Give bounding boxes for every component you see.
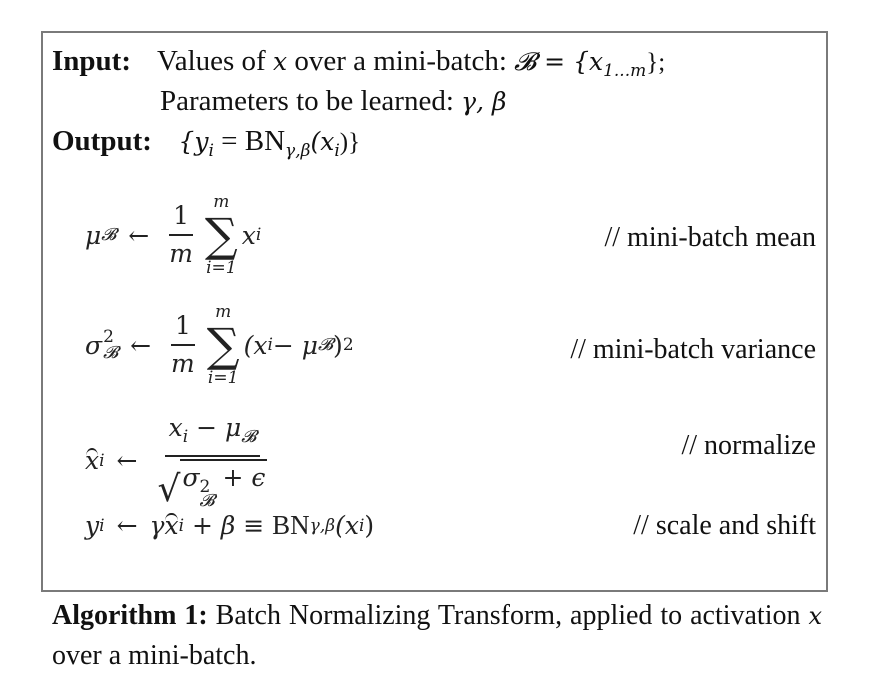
params-vars: γ, β bbox=[461, 87, 507, 116]
output-line: Output: {yi = BNγ,β(xi)} bbox=[52, 124, 360, 168]
norm-den-sub: 𝓑 bbox=[199, 491, 215, 511]
var-lhs: σ bbox=[85, 330, 103, 360]
scale-arg-sub: i bbox=[358, 515, 365, 536]
output-eq: = bbox=[213, 125, 245, 157]
comment-mean: // mini-batch mean bbox=[604, 222, 817, 253]
scale-lhs-sub: i bbox=[99, 515, 105, 536]
norm-num-x: x bbox=[168, 413, 183, 442]
mean-lhs: μ bbox=[85, 220, 102, 250]
mean-sigma-symbol: ∑ bbox=[204, 208, 238, 262]
output-expr: {y bbox=[178, 127, 209, 156]
norm-num-rest: − μ bbox=[188, 413, 242, 442]
input-set: 𝓑 = {x bbox=[514, 47, 604, 76]
caption-text-pre: Batch Normalizing Transform, applied to … bbox=[215, 600, 801, 631]
input-var: x bbox=[272, 47, 288, 76]
scale-xhat-sub: i bbox=[178, 515, 185, 536]
var-term-rest: − μ bbox=[272, 330, 319, 360]
output-bn-sub: γ,β bbox=[285, 141, 311, 161]
norm-num-sub: i bbox=[182, 427, 189, 447]
norm-lhs-sub: i bbox=[99, 450, 105, 471]
input-text-mid: over a mini-batch: bbox=[294, 45, 507, 77]
var-term-sub: i bbox=[267, 335, 273, 355]
output-arg: (x bbox=[310, 127, 335, 156]
scale-arrow: ← bbox=[116, 511, 138, 540]
var-lhs-sup: 2 bbox=[103, 327, 114, 347]
norm-den-sigma: σ bbox=[182, 463, 200, 492]
caption-label: Algorithm 1: bbox=[52, 600, 208, 631]
mean-fraction: 1 m bbox=[165, 200, 197, 270]
output-arg-sub: i bbox=[334, 141, 340, 161]
input-label: Input: bbox=[52, 45, 131, 77]
mean-lhs-sub: 𝓑 bbox=[101, 225, 117, 245]
mean-term-sub: i bbox=[255, 225, 262, 245]
scale-plus-beta: + β ≡ bbox=[184, 511, 273, 540]
input-text-pre: Values of bbox=[156, 45, 266, 77]
var-term-rest-sub: 𝓑 bbox=[318, 335, 334, 355]
scale-arg: (x bbox=[335, 511, 359, 540]
var-lhs-sub: 𝓑 bbox=[103, 343, 119, 363]
mean-sum-bot: i=1 bbox=[206, 258, 237, 278]
scale-lhs: y bbox=[85, 511, 100, 540]
input-line: Input: Values of x over a mini-batch: 𝓑 … bbox=[52, 44, 665, 88]
input-set-end: }; bbox=[646, 49, 666, 76]
sqrt-symbol: √ bbox=[157, 469, 181, 510]
caption-text-post: over a mini-batch. bbox=[52, 640, 257, 671]
var-term-close: ) bbox=[333, 330, 343, 360]
scale-xhat: x bbox=[164, 511, 179, 540]
comment-scale-shift: // scale and shift bbox=[633, 510, 816, 541]
params-line: Parameters to be learned: γ, β bbox=[160, 84, 506, 119]
output-bn: BN bbox=[244, 125, 286, 157]
norm-den-rest: + ϵ bbox=[214, 463, 266, 492]
var-arrow: ← bbox=[130, 330, 152, 360]
var-sum: m ∑ i=1 bbox=[207, 302, 240, 388]
scale-arg-end: ) bbox=[364, 511, 375, 540]
var-term-sup: 2 bbox=[342, 335, 354, 355]
norm-numerator: xi − μ𝓑 bbox=[164, 412, 261, 457]
params-text: Parameters to be learned: bbox=[160, 85, 454, 117]
mean-frac-num: 1 bbox=[169, 200, 194, 236]
output-sub-i: i bbox=[208, 141, 214, 161]
input-set-sub: 1...m bbox=[603, 61, 647, 81]
var-fraction: 1 m bbox=[167, 310, 199, 380]
scale-gamma: γ bbox=[149, 511, 165, 540]
norm-num-rest-sub: 𝓑 bbox=[241, 427, 257, 447]
algorithm-box bbox=[41, 31, 828, 592]
norm-den-sup: 2 bbox=[199, 477, 211, 497]
comment-normalize: // normalize bbox=[681, 430, 816, 461]
comment-variance: // mini-batch variance bbox=[570, 334, 816, 365]
var-frac-num: 1 bbox=[170, 310, 195, 346]
var-term: (x bbox=[243, 330, 268, 360]
norm-arrow: ← bbox=[116, 446, 138, 475]
mean-sum-top: m bbox=[213, 192, 230, 212]
var-sum-bot: i=1 bbox=[207, 368, 239, 388]
algorithm-caption: Algorithm 1: Batch Normalizing Transform… bbox=[52, 596, 822, 676]
var-sigma-symbol: ∑ bbox=[206, 318, 240, 372]
scale-bn-sub: γ,β bbox=[309, 515, 336, 536]
output-label: Output: bbox=[52, 125, 152, 157]
var-frac-den: m bbox=[171, 349, 195, 378]
caption-var: x bbox=[808, 602, 822, 630]
mean-sum: m ∑ i=1 bbox=[205, 192, 238, 278]
output-arg-end: )} bbox=[339, 129, 361, 156]
norm-lhs: x bbox=[85, 446, 100, 475]
mean-term: x bbox=[241, 220, 256, 250]
mean-frac-den: m bbox=[169, 239, 193, 268]
var-sum-top: m bbox=[215, 302, 232, 322]
mean-arrow: ← bbox=[128, 220, 150, 250]
scale-bn: BN bbox=[272, 510, 310, 540]
